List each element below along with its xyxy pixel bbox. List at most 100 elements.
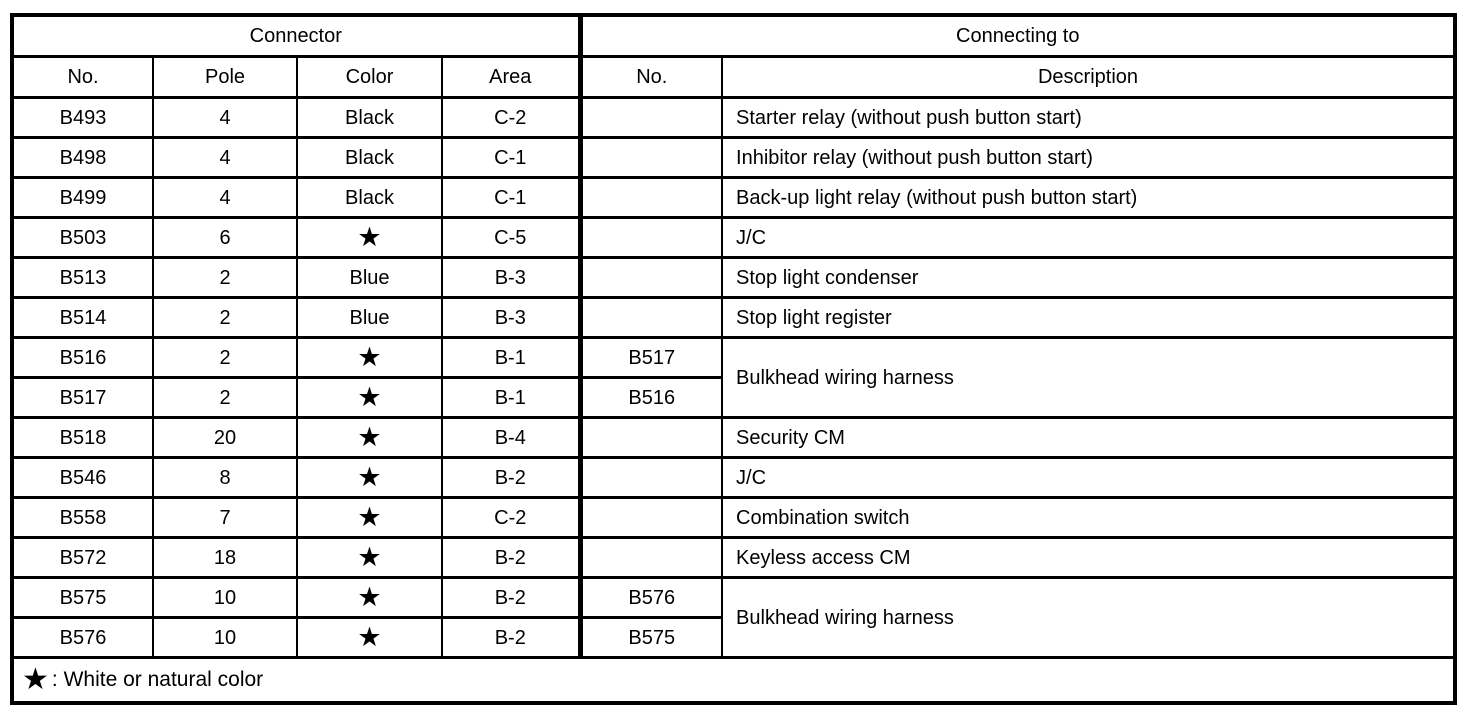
color-cell: ★: [296, 456, 443, 499]
color-cell: ★: [296, 376, 443, 419]
star-icon: ★: [357, 381, 382, 412]
table-row: B513 2 Blue B-3 Stop light condenser: [11, 256, 1456, 299]
area-cell: B-1: [440, 376, 582, 419]
color-cell: Black: [296, 176, 443, 219]
color-cell: ★: [296, 336, 443, 379]
connector-table: Connector Connecting to No. Pole Color A…: [10, 13, 1457, 705]
description-cell: Starter relay (without push button start…: [721, 96, 1456, 139]
connector-no-cell: B503: [11, 216, 154, 259]
star-icon: ★: [357, 461, 382, 492]
connecting-no-cell: [577, 136, 724, 179]
table-row: B493 4 Black C-2 Starter relay (without …: [11, 96, 1456, 139]
description-cell: J/C: [721, 456, 1456, 499]
connecting-no-cell: [577, 296, 724, 339]
description-cell: Stop light condenser: [721, 256, 1456, 299]
table-row: B499 4 Black C-1 Back-up light relay (wi…: [11, 176, 1456, 219]
star-icon: ★: [357, 541, 382, 572]
color-cell: ★: [296, 416, 443, 459]
pole-cell: 8: [152, 456, 298, 499]
description-cell: Stop light register: [721, 296, 1456, 339]
footnote-text: : White or natural color: [51, 668, 264, 692]
table-row: B514 2 Blue B-3 Stop light register: [11, 296, 1456, 339]
col-header-color: Color: [296, 55, 443, 99]
table-row: B516 2 ★ B-1 B517 Bulkhead wiring harnes…: [11, 336, 1456, 419]
table-row: B546 8 ★ B-2 J/C: [11, 456, 1456, 499]
footnote-row: ★: White or natural color: [11, 656, 1456, 705]
area-cell: C-5: [440, 216, 582, 259]
color-cell: Blue: [296, 256, 443, 299]
pole-cell: 2: [152, 296, 298, 339]
description-cell: Bulkhead wiring harness: [721, 336, 1456, 419]
connector-no-cell: B517: [11, 376, 154, 419]
table-row: B572 18 ★ B-2 Keyless access CM: [11, 536, 1456, 579]
star-icon: ★: [357, 341, 382, 372]
group-header-row: Connector Connecting to: [10, 13, 1456, 58]
pole-cell: 7: [152, 496, 298, 539]
pole-cell: 4: [152, 176, 298, 219]
pole-cell: 10: [152, 576, 298, 619]
column-header-row: No. Pole Color Area No. Description: [11, 55, 1456, 99]
description-cell: Keyless access CM: [721, 536, 1456, 579]
connector-no-cell: B546: [11, 456, 154, 499]
area-cell: B-2: [440, 536, 582, 579]
connecting-no-cell: B576: [577, 576, 724, 619]
connecting-no-cell: B517: [577, 336, 724, 379]
color-cell: ★: [296, 576, 443, 619]
connector-no-cell: B498: [11, 136, 154, 179]
area-cell: B-1: [440, 336, 582, 379]
pole-cell: 10: [152, 616, 298, 659]
color-cell: Black: [296, 136, 443, 179]
table-row: B498 4 Black C-1 Inhibitor relay (withou…: [11, 136, 1456, 179]
description-cell: Bulkhead wiring harness: [721, 576, 1456, 659]
connector-no-cell: B576: [11, 616, 154, 659]
area-cell: B-4: [440, 416, 582, 459]
connecting-no-cell: [577, 416, 724, 459]
pole-cell: 20: [152, 416, 298, 459]
connecting-no-cell: [577, 256, 724, 299]
connecting-no-cell: [577, 456, 724, 499]
description-cell: Back-up light relay (without push button…: [721, 176, 1456, 219]
table-row: B558 7 ★ C-2 Combination switch: [11, 496, 1456, 539]
col-header-connector-no: No.: [11, 55, 154, 99]
connector-group-header: Connector: [10, 13, 582, 58]
description-cell: Combination switch: [721, 496, 1456, 539]
connecting-to-group-header: Connecting to: [577, 13, 1456, 58]
page: Connector Connecting to No. Pole Color A…: [10, 13, 1457, 705]
star-icon: ★: [357, 581, 382, 612]
connecting-no-cell: [577, 176, 724, 219]
connecting-no-cell: [577, 536, 724, 579]
area-cell: C-2: [440, 96, 582, 139]
connecting-no-cell: B516: [577, 376, 724, 419]
table-row: B518 20 ★ B-4 Security CM: [11, 416, 1456, 459]
pole-cell: 2: [152, 336, 298, 379]
connector-no-cell: B558: [11, 496, 154, 539]
connecting-no-cell: B575: [577, 616, 724, 659]
star-icon: ★: [357, 621, 382, 652]
color-cell: ★: [296, 496, 443, 539]
description-cell: Inhibitor relay (without push button sta…: [721, 136, 1456, 179]
area-cell: C-2: [440, 496, 582, 539]
connector-no-cell: B518: [11, 416, 154, 459]
area-cell: B-2: [440, 616, 582, 659]
star-icon: ★: [357, 501, 382, 532]
color-cell: ★: [296, 216, 443, 259]
star-icon: ★: [22, 663, 49, 697]
connecting-no-cell: [577, 96, 724, 139]
pole-cell: 6: [152, 216, 298, 259]
connector-no-cell: B572: [11, 536, 154, 579]
area-cell: B-3: [440, 256, 582, 299]
pole-cell: 4: [152, 136, 298, 179]
color-cell: Black: [296, 96, 443, 139]
connector-no-cell: B493: [11, 96, 154, 139]
area-cell: C-1: [440, 176, 582, 219]
connector-no-cell: B513: [11, 256, 154, 299]
pole-cell: 2: [152, 256, 298, 299]
col-header-connecting-no: No.: [577, 55, 724, 99]
description-cell: Security CM: [721, 416, 1456, 459]
table-row: B575 10 ★ B-2 B576 Bulkhead wiring harne…: [11, 576, 1456, 659]
table-row: B576 10 ★ B-2 B575: [11, 616, 1455, 659]
pole-cell: 2: [152, 376, 298, 419]
color-cell: ★: [296, 616, 443, 659]
area-cell: B-2: [440, 576, 582, 619]
connector-no-cell: B516: [11, 336, 154, 379]
